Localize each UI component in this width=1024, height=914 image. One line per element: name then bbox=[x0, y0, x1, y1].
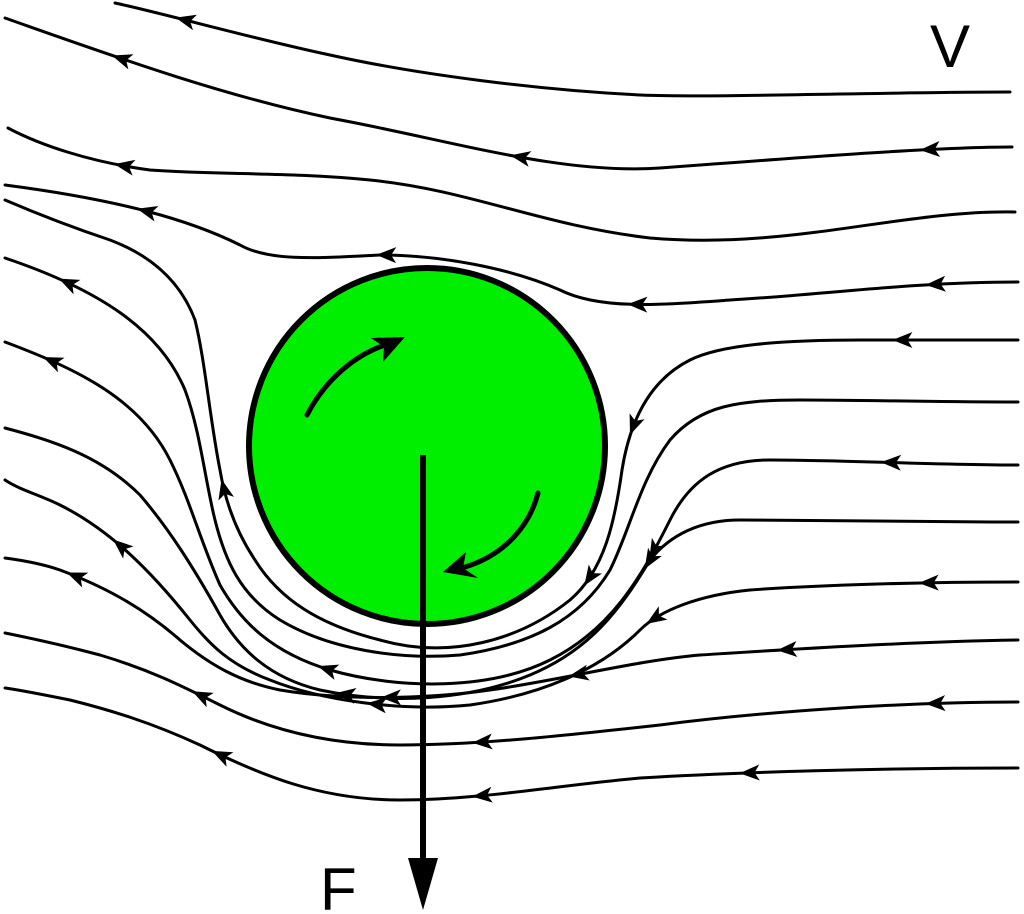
flow-arrowhead-icon bbox=[919, 141, 941, 157]
flow-arrowhead-icon bbox=[113, 539, 134, 559]
streamline bbox=[6, 126, 1017, 242]
flow-arrowhead-icon bbox=[925, 275, 947, 292]
flow-arrowhead-icon bbox=[644, 547, 662, 569]
flow-arrowhead-icon bbox=[739, 764, 760, 781]
flow-arrowhead-icon bbox=[137, 206, 159, 222]
flow-arrowhead-icon bbox=[918, 574, 939, 591]
rotation-arrow-top bbox=[304, 342, 388, 418]
flow-arrowhead-icon bbox=[649, 537, 666, 560]
flow-arrowhead-icon bbox=[880, 454, 902, 471]
flow-arrowhead-icon bbox=[584, 564, 603, 586]
flow-arrowhead-icon bbox=[776, 641, 798, 658]
force-arrow-down-icon bbox=[408, 858, 438, 910]
streamline bbox=[113, 1, 1012, 98]
flow-arrowhead-icon bbox=[42, 356, 65, 373]
flow-arrowhead-icon bbox=[472, 786, 493, 803]
flow-arrowhead-icon bbox=[892, 332, 913, 348]
flow-arrowhead-icon bbox=[627, 296, 648, 313]
rotation-arrow-bottom bbox=[462, 490, 541, 570]
streamline bbox=[3, 631, 1020, 747]
flow-arrowhead-icon bbox=[510, 151, 532, 167]
rotation-arrow-top-head bbox=[371, 337, 405, 362]
flow-arrowhead-icon bbox=[335, 688, 357, 704]
flow-arrowheads bbox=[42, 14, 947, 803]
flow-arrowhead-icon bbox=[568, 664, 590, 681]
flow-arrowhead-icon bbox=[192, 691, 214, 708]
rotating-cylinder bbox=[246, 265, 608, 627]
flow-arrowhead-icon bbox=[317, 664, 340, 680]
flow-arrowhead-icon bbox=[646, 606, 668, 624]
flow-arrowhead-icon bbox=[472, 733, 493, 750]
flow-arrowhead-icon bbox=[211, 750, 234, 767]
flow-arrowhead-icon bbox=[114, 159, 136, 176]
flow-arrowhead-icon bbox=[366, 697, 388, 714]
streamline bbox=[3, 340, 1020, 686]
streamline bbox=[3, 183, 1020, 306]
flow-arrowhead-icon bbox=[58, 278, 81, 295]
flow-arrowhead-icon bbox=[175, 14, 197, 31]
flow-arrowhead-icon bbox=[111, 54, 134, 70]
force-label: F bbox=[320, 856, 357, 914]
streamline bbox=[3, 256, 1020, 658]
streamline bbox=[3, 686, 1020, 802]
flow-arrowhead-icon bbox=[218, 479, 234, 501]
flow-arrowhead-icon bbox=[925, 695, 946, 712]
velocity-label: V bbox=[930, 13, 970, 80]
flow-arrowhead-icon bbox=[376, 247, 397, 264]
rotation-arrow-bottom-head bbox=[443, 552, 478, 578]
streamline bbox=[3, 16, 1014, 171]
flow-arrowhead-icon bbox=[629, 413, 645, 435]
flow-arrowhead-icon bbox=[380, 689, 402, 706]
flow-arrowhead-icon bbox=[66, 572, 89, 588]
